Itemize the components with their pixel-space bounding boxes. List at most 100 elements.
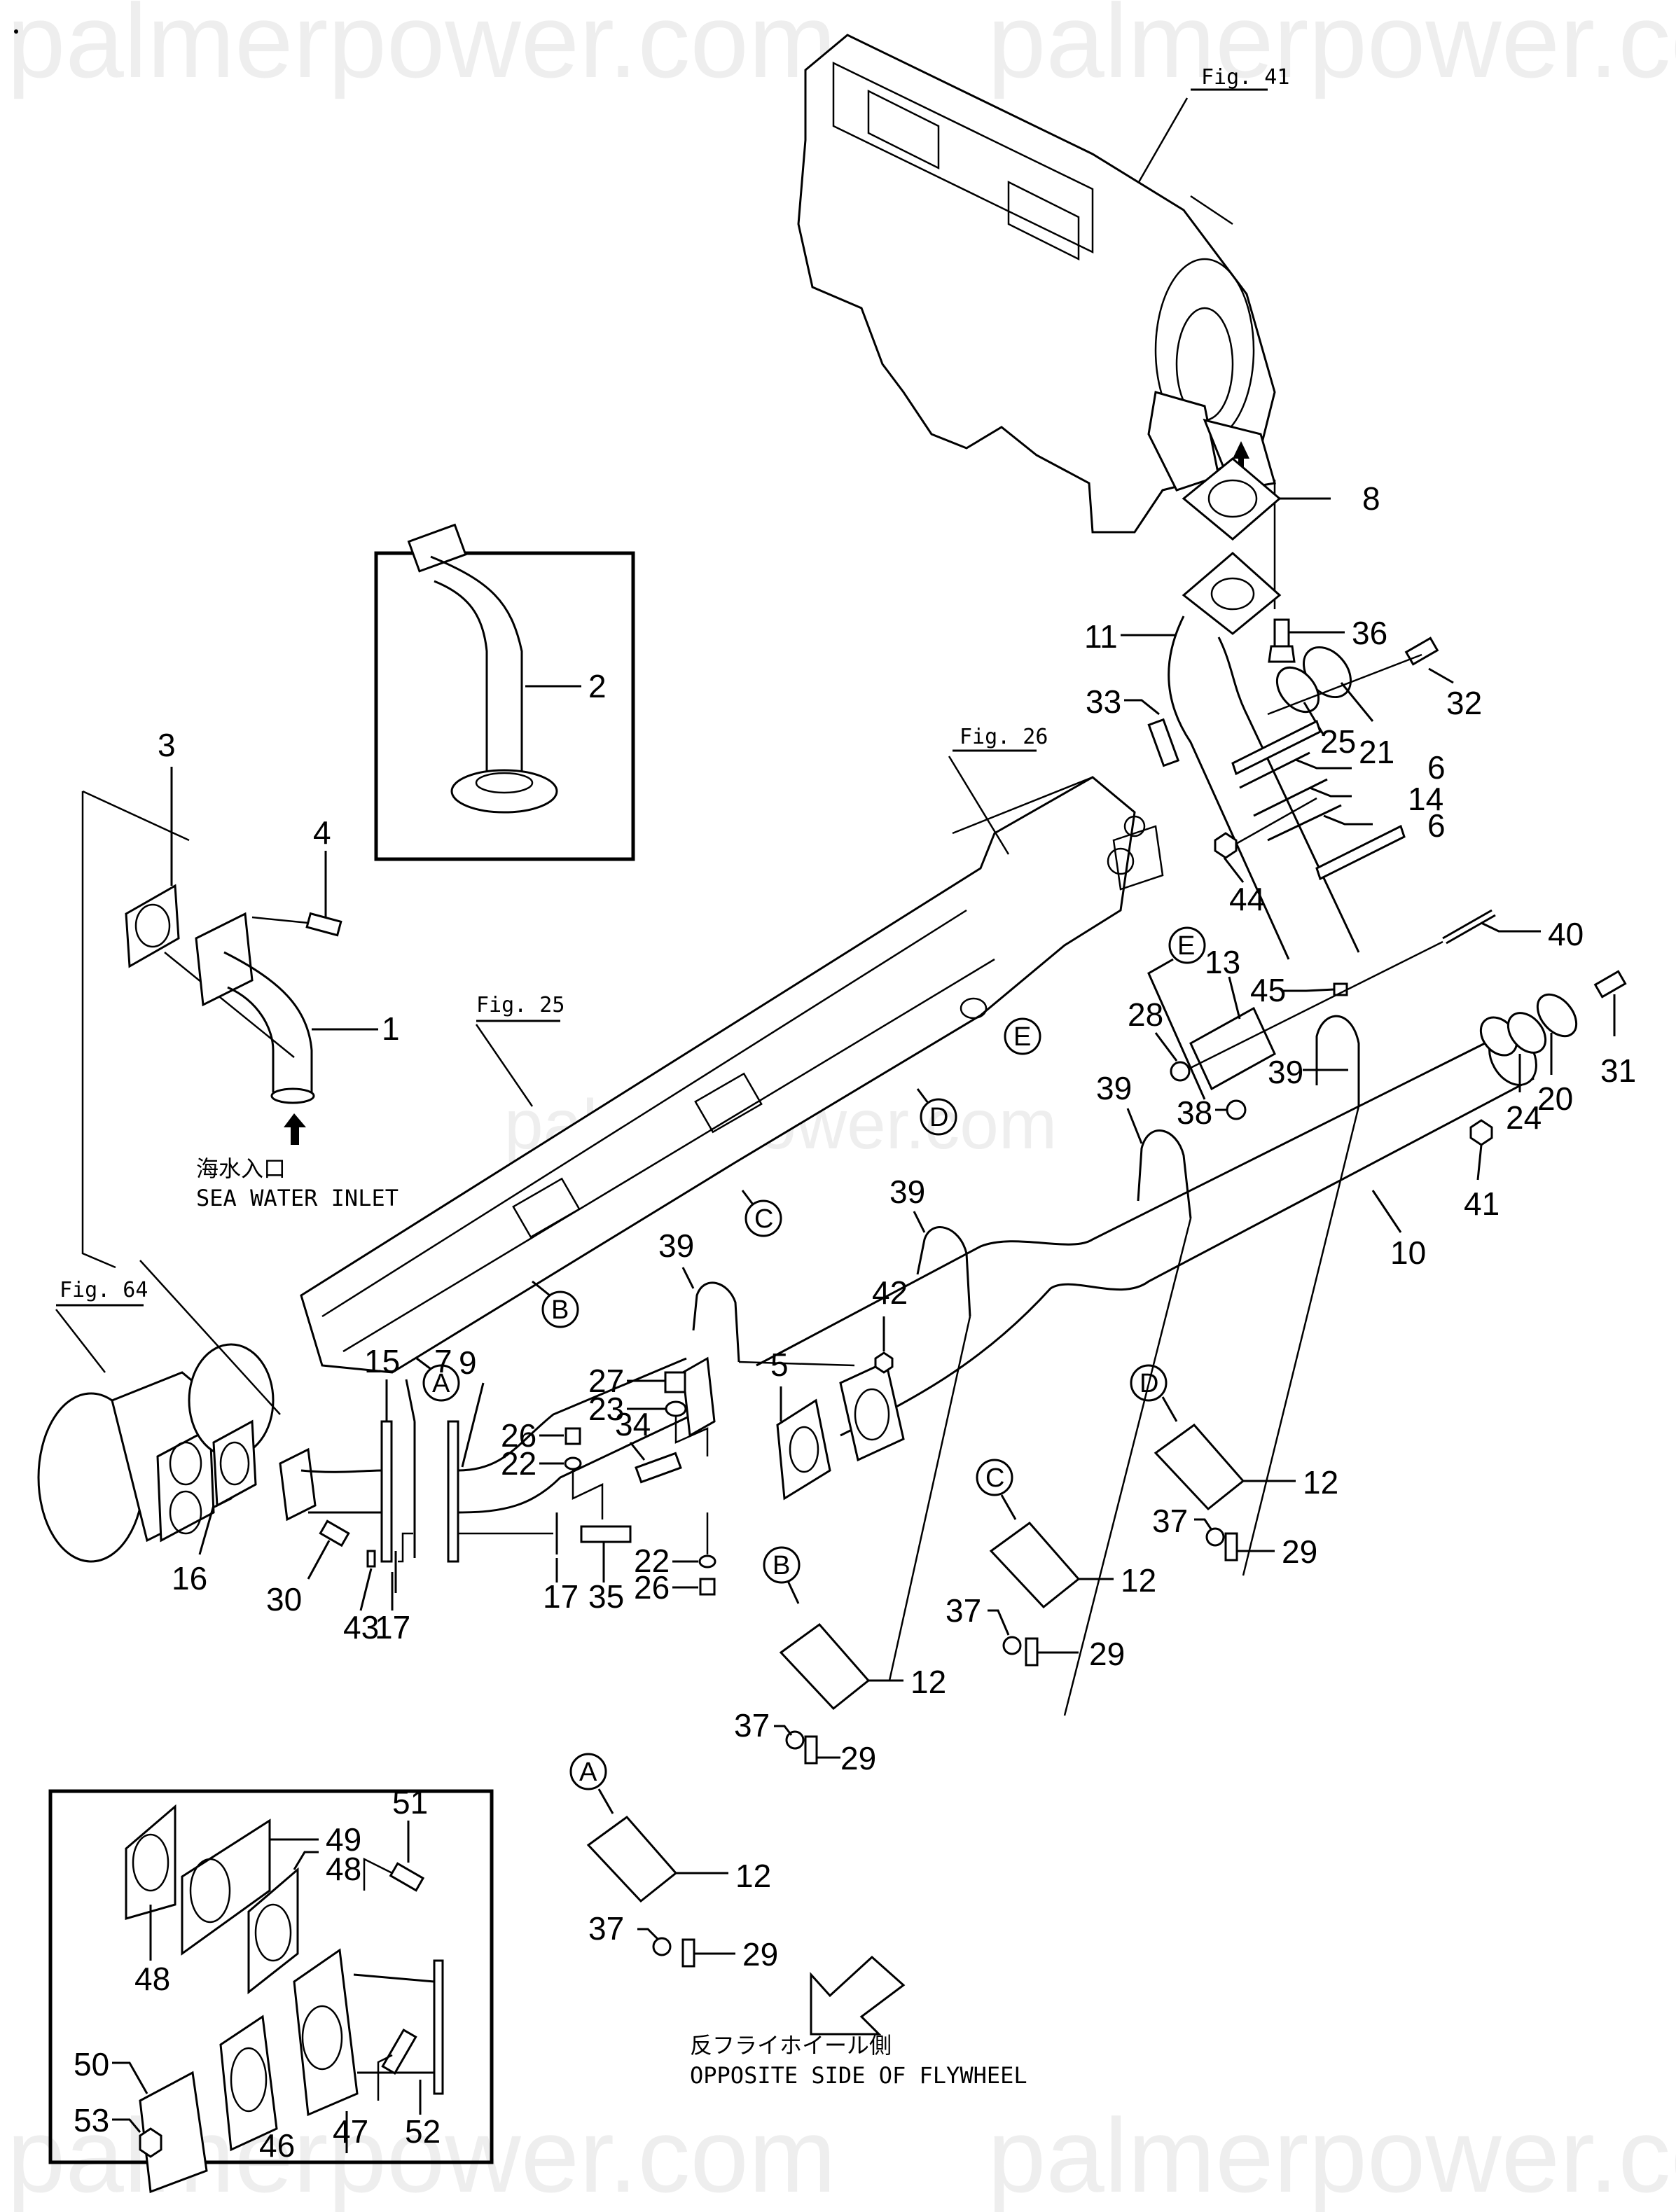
callout-17-lower: 17	[375, 1609, 410, 1646]
callout-37-d: 37	[1152, 1503, 1188, 1539]
part-3-gasket	[125, 884, 180, 968]
callout-10: 10	[1390, 1234, 1426, 1271]
callout-27: 27	[588, 1363, 624, 1399]
flywheel-opposite-jp: 反フライホイール側	[690, 2032, 892, 2059]
callout-46: 46	[259, 2127, 295, 2164]
callout-39-e: 39	[1268, 1054, 1303, 1090]
part-22-washer-upper	[564, 1456, 582, 1470]
callout-50: 50	[74, 2046, 109, 2082]
section-marker-b-bracket-label: B	[773, 1551, 790, 1580]
inset-box-alt-adapter	[48, 1789, 494, 2164]
callout-49: 49	[326, 1821, 361, 1858]
callout-6-lower: 6	[1427, 807, 1446, 844]
callout-7: 7	[434, 1343, 452, 1379]
leader-bracket-inlet	[81, 791, 116, 1269]
part-22-washer-lower	[698, 1554, 716, 1568]
corner-dot	[14, 29, 18, 34]
part-14-gasket	[1253, 778, 1328, 817]
callout-22-upper: 22	[501, 1445, 536, 1482]
section-marker-d-bracket	[1130, 1364, 1168, 1402]
section-marker-d	[920, 1098, 957, 1136]
part-35-bolt	[580, 1525, 632, 1543]
callout-5: 5	[770, 1347, 789, 1383]
callout-21: 21	[1359, 734, 1394, 770]
callout-51: 51	[392, 1784, 428, 1821]
callout-23: 23	[588, 1391, 624, 1427]
section-marker-a	[422, 1364, 460, 1402]
part-52-bolt	[381, 2028, 417, 2075]
part-2-elbow	[407, 523, 558, 814]
section-marker-a-bracket-label: A	[579, 1758, 597, 1787]
part-12-bracket-c	[989, 1521, 1081, 1609]
section-marker-a-bracket	[569, 1753, 607, 1790]
fig26-reference: Fig. 26	[960, 725, 1048, 749]
part-6-gasket-lower	[1267, 804, 1342, 842]
callout-25: 25	[1320, 723, 1356, 760]
watermarks: palmerpower.com palmerpower.com palmerpo…	[7, 0, 1676, 2212]
callout-42: 42	[872, 1274, 908, 1311]
part-26-plug-upper	[565, 1427, 581, 1445]
heat-exchanger-assembly	[797, 34, 1276, 534]
part-28-nut	[1170, 1061, 1191, 1082]
callout-26-upper: 26	[501, 1417, 536, 1454]
callout-31: 31	[1600, 1052, 1636, 1089]
part-25-gasket	[1275, 666, 1320, 714]
part-49-plate	[181, 1818, 271, 1956]
part-29-bolt-c	[1025, 1637, 1039, 1667]
flywheel-direction-arrow-icon	[810, 1955, 906, 2036]
leader-fig26	[948, 756, 1010, 855]
section-marker-c	[744, 1199, 782, 1237]
callout-12-a: 12	[735, 1858, 771, 1894]
part-16-gasket	[212, 1419, 257, 1508]
part-39-ubolt-2	[1315, 1015, 1360, 1106]
part-42-nut	[874, 1351, 894, 1374]
section-marker-c-bracket	[976, 1459, 1013, 1496]
watermark-bottom-right: palmerpower.com	[988, 2096, 1676, 2212]
part-29-bolt-a	[681, 1938, 695, 1968]
part-20-cover	[1536, 993, 1578, 1038]
callout-39-c: 39	[889, 1174, 925, 1210]
fig25-reference: Fig. 25	[476, 993, 565, 1017]
section-marker-e-detail-label: E	[1177, 931, 1195, 961]
callout-20: 20	[1537, 1080, 1573, 1117]
callout-52: 52	[405, 2113, 441, 2150]
part-13-plate	[1189, 1006, 1276, 1091]
callout-11: 11	[1084, 618, 1118, 655]
part-37-nut-c	[1002, 1636, 1022, 1655]
callout-4: 4	[313, 814, 331, 851]
watermark-top-right: palmerpower.com	[988, 0, 1676, 99]
section-marker-e	[1004, 1017, 1041, 1055]
part-36-bolt	[1268, 618, 1296, 663]
section-marker-b	[541, 1291, 579, 1328]
part-39-ubolt-4	[692, 1281, 740, 1363]
callout-15: 15	[364, 1343, 400, 1379]
callout-28: 28	[1128, 996, 1163, 1033]
part-47-adapter	[293, 1948, 444, 2117]
part-39-ubolt-3	[916, 1226, 971, 1317]
leader-fig25	[475, 1024, 534, 1107]
callout-16: 16	[172, 1560, 207, 1597]
part-51-bolt	[389, 1862, 425, 1892]
exhaust-pipe-flange	[839, 1360, 905, 1462]
callout-40: 40	[1548, 916, 1584, 952]
section-marker-d-label: D	[929, 1103, 948, 1132]
part-41-nut	[1469, 1119, 1493, 1146]
section-marker-d-bracket-label: D	[1140, 1369, 1158, 1398]
part-37-nut-d	[1205, 1527, 1225, 1547]
section-marker-c-label: C	[754, 1204, 773, 1234]
part-48-gasket-left	[125, 1804, 176, 1920]
inlet-arrow-icon	[284, 1113, 306, 1145]
callout-29-d: 29	[1282, 1533, 1317, 1570]
part-6-gasket-upper	[1239, 751, 1310, 789]
callout-32: 32	[1446, 685, 1482, 721]
part-37-nut-b	[785, 1730, 805, 1750]
callout-33: 33	[1086, 683, 1121, 720]
callout-34: 34	[615, 1406, 651, 1442]
part-12-bracket-a	[586, 1815, 678, 1903]
part-29-bolt-b	[804, 1735, 818, 1765]
callout-13: 13	[1205, 944, 1240, 980]
callout-8: 8	[1362, 480, 1380, 517]
callout-2: 2	[588, 668, 607, 704]
callout-6-upper: 6	[1427, 749, 1446, 786]
